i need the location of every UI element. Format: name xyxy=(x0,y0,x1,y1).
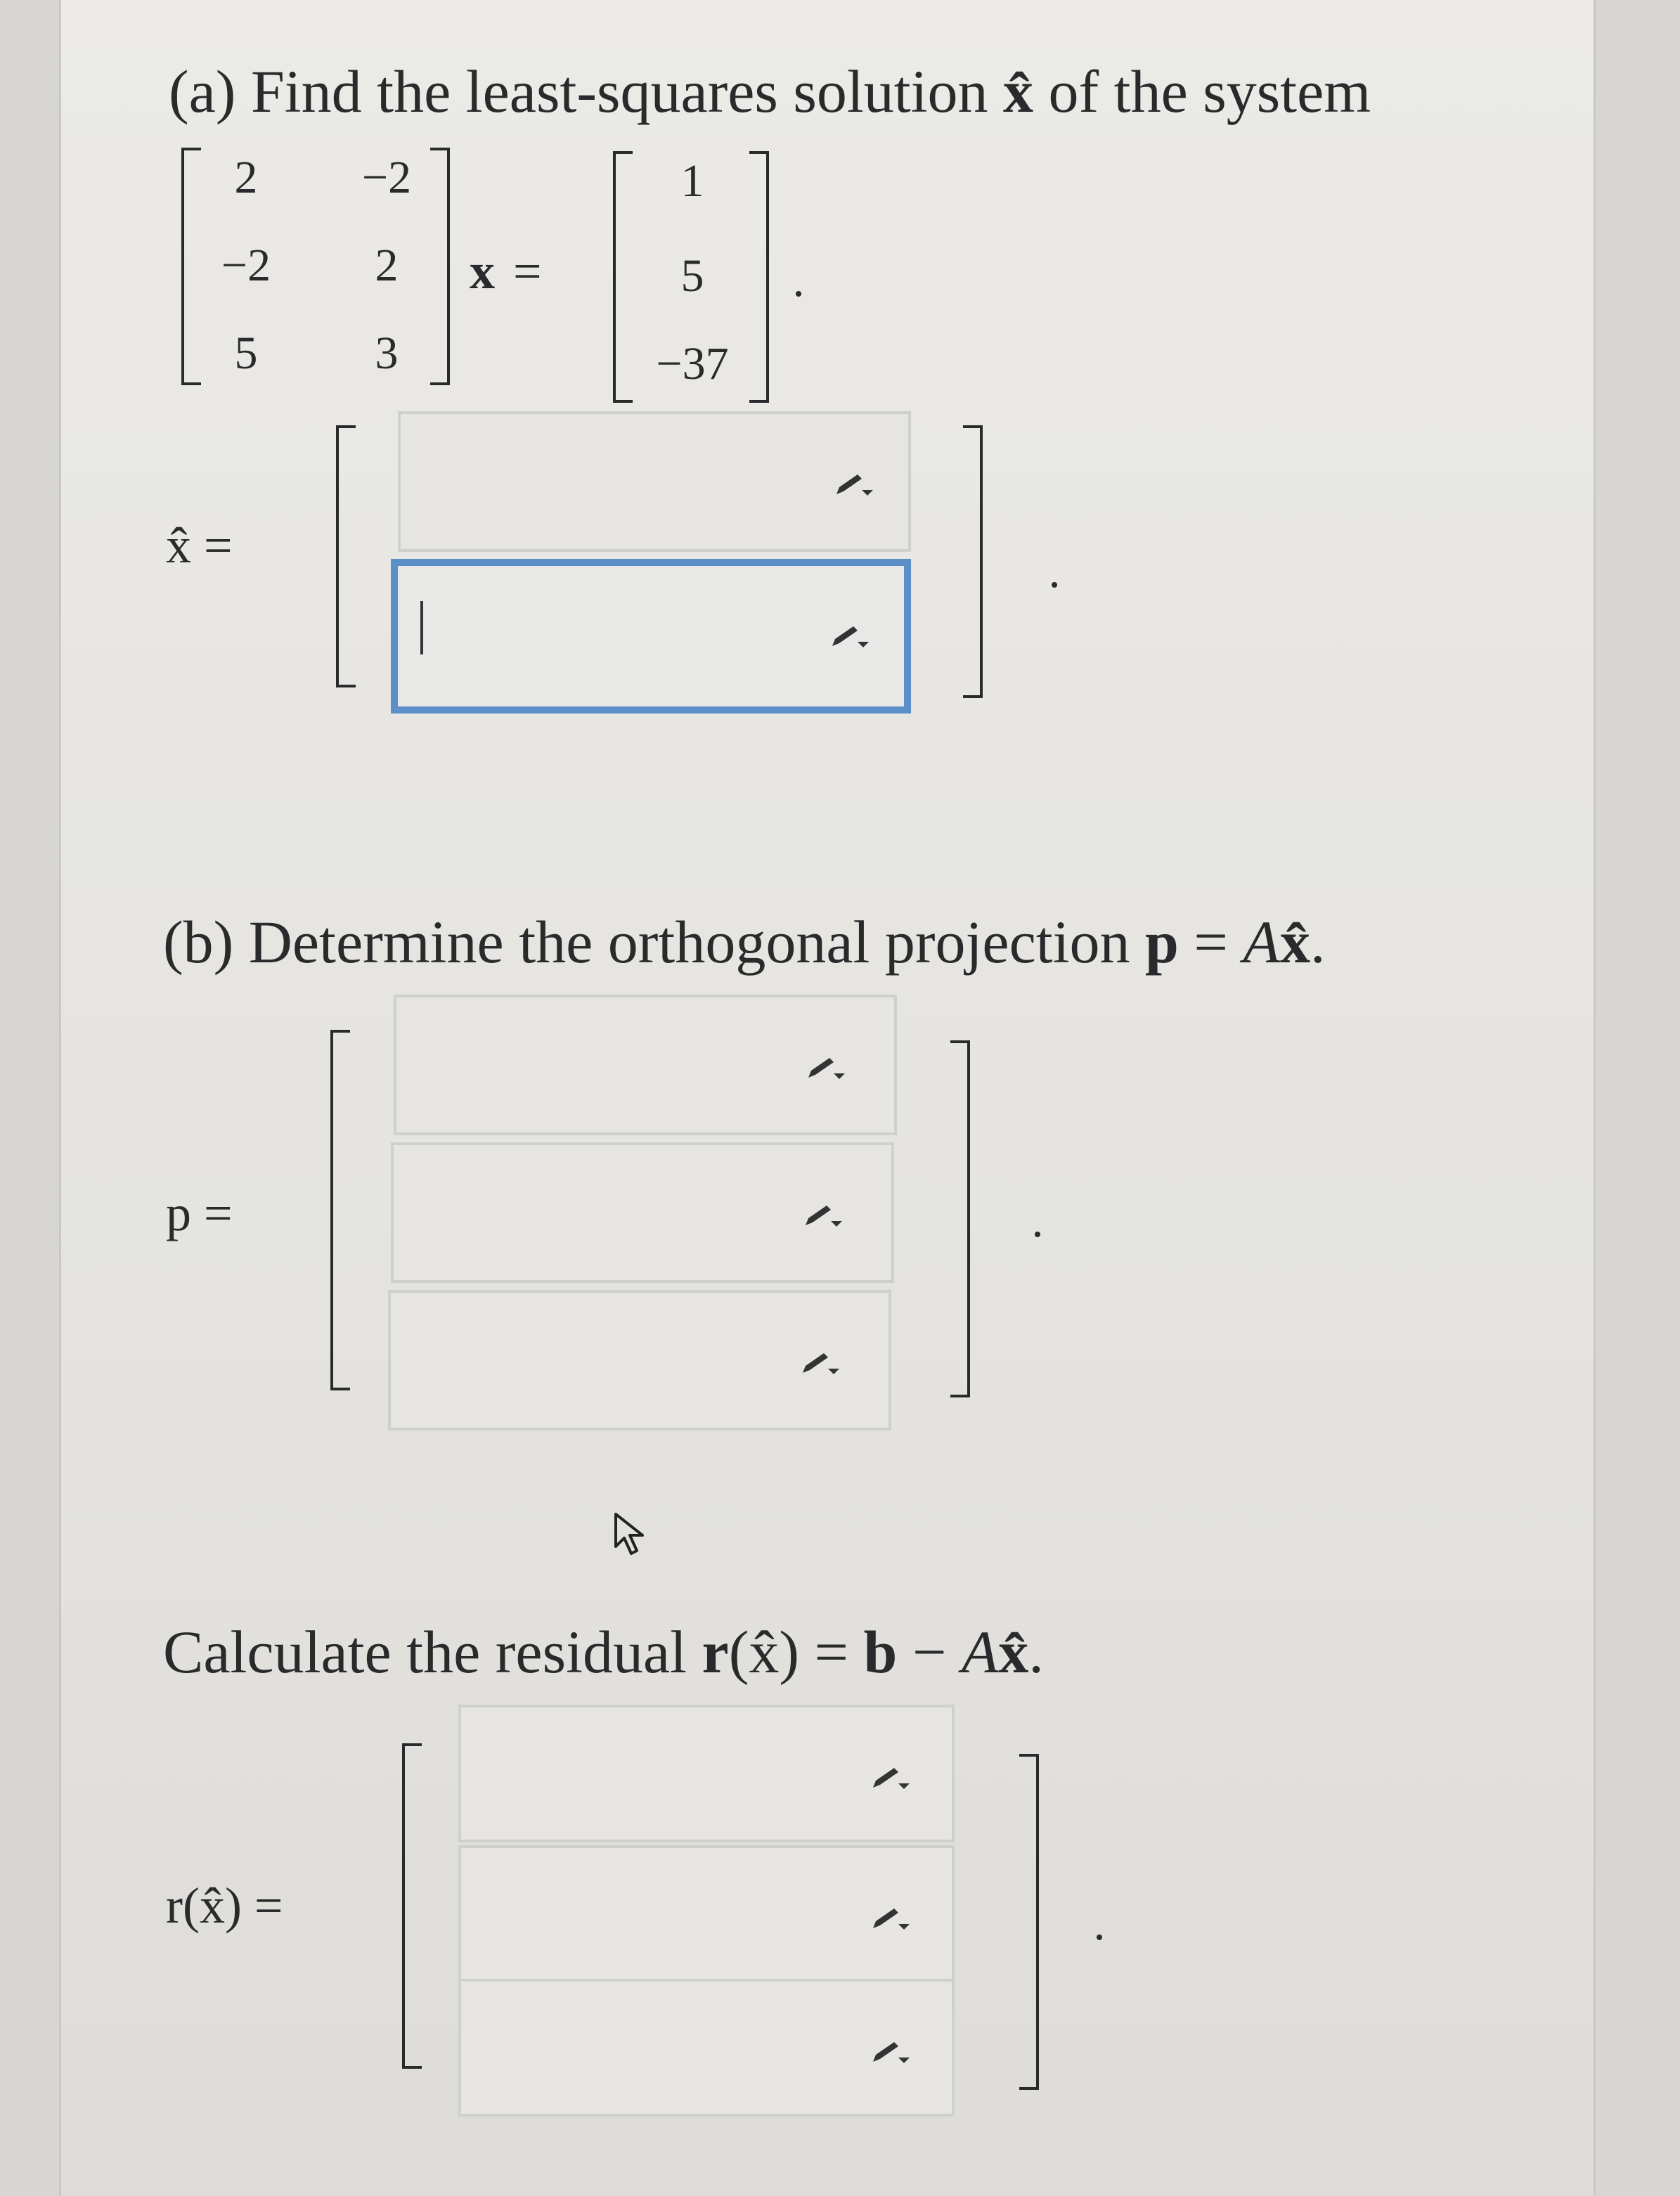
residual-left-bracket xyxy=(402,1743,422,2069)
residual-answer-input-1[interactable] xyxy=(458,1705,955,1842)
p-answer-label: p = xyxy=(166,1185,233,1241)
x-symbol: x xyxy=(470,243,495,299)
pencil-icon[interactable] xyxy=(867,1904,917,1932)
text-caret xyxy=(420,601,423,654)
period-dot xyxy=(1052,582,1057,588)
pencil-icon[interactable] xyxy=(803,1054,852,1082)
p-answer-input-2[interactable] xyxy=(391,1142,894,1283)
p-right-bracket xyxy=(950,1040,970,1397)
period-dot xyxy=(1097,1935,1102,1940)
residual-answer-input-3[interactable] xyxy=(458,1979,955,2117)
matrix-a-cell: 5 xyxy=(234,328,258,379)
residual-answer-label: r(x̂) = xyxy=(166,1878,283,1934)
pencil-icon[interactable] xyxy=(831,470,880,498)
matrix-a-cell: 3 xyxy=(375,328,399,379)
period-dot xyxy=(796,291,801,297)
pencil-icon[interactable] xyxy=(800,1201,849,1229)
matrix-a-right-bracket xyxy=(430,148,450,385)
residual-answer-input-2[interactable] xyxy=(458,1845,955,1983)
xhat-left-bracket xyxy=(336,425,356,687)
pencil-icon[interactable] xyxy=(867,1764,917,1792)
matrix-a-cell: −2 xyxy=(221,240,271,291)
p-answer-input-1[interactable] xyxy=(394,995,897,1135)
matrix-a-cell: 2 xyxy=(234,152,258,203)
pencil-icon[interactable] xyxy=(797,1349,846,1377)
residual-right-bracket xyxy=(1019,1754,1039,2090)
part-b-prompt: (b) Determine the orthogonal projection … xyxy=(163,908,1326,976)
xhat-answer-input-2[interactable] xyxy=(391,559,911,713)
mouse-pointer-icon xyxy=(614,1513,644,1555)
p-answer-input-3[interactable] xyxy=(388,1290,891,1430)
vector-b-cell: 5 xyxy=(680,250,704,302)
vector-b-cell: 1 xyxy=(680,155,704,207)
vector-b-right-bracket xyxy=(749,151,769,403)
xhat-answer-input-1[interactable] xyxy=(398,411,911,552)
part-c-prompt: Calculate the residual r(x̂) = b − Ax̂. xyxy=(163,1618,1044,1686)
equals-sign: = xyxy=(513,243,542,299)
pencil-icon[interactable] xyxy=(827,622,876,650)
pencil-icon[interactable] xyxy=(867,2038,917,2066)
p-left-bracket xyxy=(330,1030,350,1390)
matrix-a-cell: 2 xyxy=(375,240,399,291)
xhat-right-bracket xyxy=(963,425,983,698)
period-dot xyxy=(1035,1232,1040,1237)
xhat-symbol: x̂ xyxy=(1003,58,1034,125)
xhat-answer-label: x̂ = xyxy=(166,517,233,574)
vector-b-cell: −37 xyxy=(656,338,729,389)
vector-b-left-bracket xyxy=(613,151,633,403)
matrix-a-left-bracket xyxy=(181,148,201,385)
part-a-prompt: (a) Find the least-squares solution x̂ o… xyxy=(169,58,1371,125)
matrix-a-cell: −2 xyxy=(361,152,412,203)
